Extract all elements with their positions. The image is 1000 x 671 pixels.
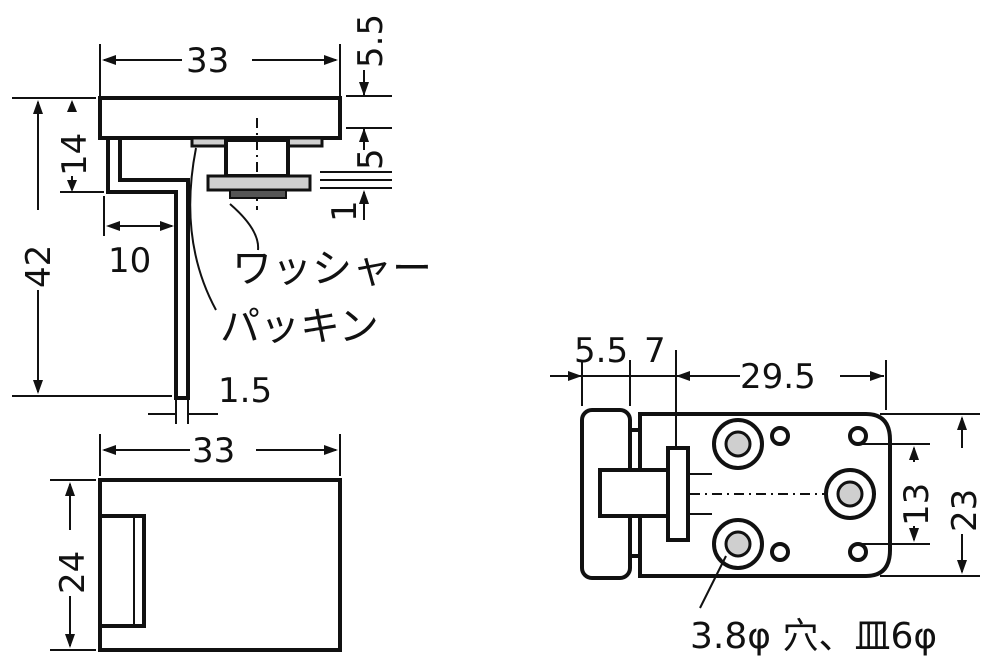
arrow-head — [67, 180, 77, 192]
small-hole — [770, 426, 790, 446]
hole-inner — [836, 480, 864, 508]
dim-24: 24 — [53, 551, 93, 594]
dim-33-top: 33 — [186, 41, 229, 81]
arrow-head — [870, 371, 884, 381]
side-view: 33 5.5 5 1 42 14 — [12, 14, 432, 424]
arrow-head — [102, 445, 116, 455]
arrow-head — [359, 128, 369, 142]
dim-33-front: 33 — [192, 431, 235, 471]
arrow-head — [909, 528, 919, 542]
arrow-head — [957, 416, 967, 430]
arrow-head — [324, 55, 338, 65]
dim-13: 13 — [897, 483, 937, 526]
hole-top — [712, 418, 764, 470]
arrow-head — [65, 482, 75, 496]
small-hole — [848, 542, 868, 562]
latch-shaft — [598, 468, 672, 518]
hole-leader — [699, 555, 727, 609]
arrow-head — [106, 221, 120, 231]
dim-5: 5 — [351, 148, 391, 170]
top-plate — [98, 96, 342, 140]
dim-5-5-plan: 5.5 — [574, 331, 628, 371]
dim-1: 1 — [325, 200, 365, 222]
arrow-head — [909, 446, 919, 460]
arrow-head — [359, 190, 369, 204]
arrow-head — [568, 371, 582, 381]
front-view: 33 24 — [50, 431, 342, 652]
arrow-head — [33, 380, 43, 394]
latch-washer — [666, 446, 690, 542]
washer-seat — [229, 189, 287, 199]
dim-7-plan: 7 — [644, 331, 666, 371]
arrow-head — [102, 55, 116, 65]
dim-42: 42 — [19, 245, 59, 288]
arrow-head — [359, 82, 369, 96]
washer-leader — [229, 203, 260, 251]
dim-5-5: 5.5 — [351, 14, 391, 68]
small-hole — [770, 542, 790, 562]
front-flange — [98, 514, 146, 628]
arrow-head — [160, 221, 174, 231]
hole-note: 3.8φ 穴、皿6φ — [690, 616, 937, 657]
arrow-head — [65, 634, 75, 648]
hole-bottom — [712, 518, 764, 570]
washer-label: ワッシャー — [232, 246, 432, 292]
small-hole — [848, 426, 868, 446]
hole-inner — [724, 430, 752, 458]
dim-10: 10 — [108, 241, 151, 281]
dim-1-5: 1.5 — [218, 371, 272, 411]
plan-view: 5.5 7 29.5 13 23 3.8φ 穴、皿6φ — [550, 331, 985, 657]
packing-label: パッキン — [220, 304, 379, 350]
hole-right — [824, 468, 876, 520]
arrow-head — [324, 445, 338, 455]
arrow-head — [676, 371, 690, 381]
hole-inner — [724, 530, 752, 558]
dim-29-5: 29.5 — [740, 357, 816, 397]
washer — [206, 174, 312, 192]
arrow-head — [957, 560, 967, 574]
packing-leader — [189, 147, 217, 311]
arrow-head — [67, 100, 77, 112]
dim-23: 23 — [945, 489, 985, 532]
arrow-head — [33, 100, 43, 114]
dim-14: 14 — [55, 133, 95, 176]
l-bracket — [106, 138, 190, 400]
